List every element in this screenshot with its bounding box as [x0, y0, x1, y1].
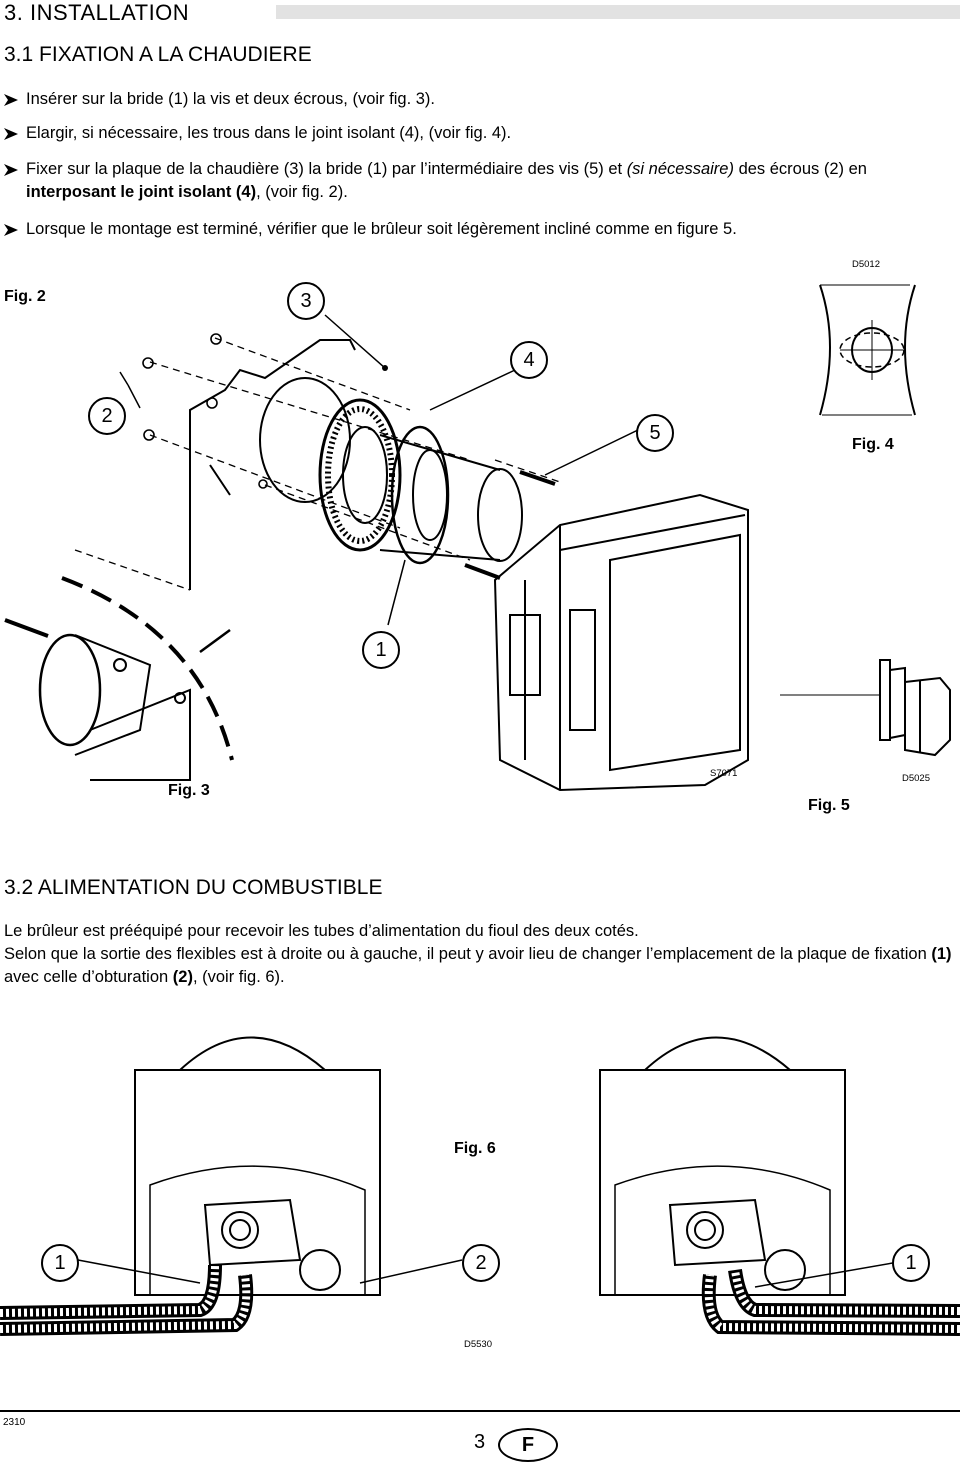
fig4-code: D5012: [852, 259, 880, 270]
bullet-item: Insérer sur la bride (1) la vis et deux …: [4, 88, 956, 111]
subsection-title-3-2: 3.2 ALIMENTATION DU COMBUSTIBLE: [4, 876, 383, 899]
paragraph-text-part: avec celle d’obturation: [4, 968, 173, 986]
fig5-label: Fig. 5: [808, 797, 850, 814]
callout-4: 4: [510, 341, 548, 379]
fig2-label: Fig. 2: [4, 288, 46, 305]
page-number: 3: [474, 1431, 486, 1453]
section-header-bar: [276, 5, 960, 19]
arrow-bullet-icon: [4, 94, 18, 106]
bullet-item: Fixer sur la plaque de la chaudière (3) …: [4, 158, 956, 204]
document-number: 2310: [3, 1417, 26, 1428]
paragraph-text-bold: (1): [931, 945, 952, 963]
fig6-code: D5530: [464, 1339, 492, 1350]
paragraph-text-part: , (voir fig. 6).: [192, 968, 285, 986]
paragraph-text-part: Selon que la sortie des flexibles est à …: [4, 945, 932, 963]
bullet-text-italic: (si nécessaire): [626, 160, 734, 178]
fig6-callout-1-left: 1: [41, 1244, 79, 1282]
paragraph-text-bold: (2): [172, 968, 193, 986]
bullet-text: Insérer sur la bride (1) la vis et deux …: [26, 90, 435, 108]
bullet-text-part: Fixer sur la plaque de la chaudière (3) …: [26, 160, 627, 178]
arrow-bullet-icon: [4, 164, 18, 176]
gasket-hole-drawing: [819, 284, 916, 416]
arrow-bullet-icon: [4, 128, 18, 140]
language-badge: F: [498, 1428, 558, 1462]
fig6-callout-1-right: 1: [892, 1244, 930, 1282]
bullet-item: Lorsque le montage est terminé, vérifier…: [4, 218, 956, 241]
callout-3: 3: [287, 282, 325, 320]
fuel-hose-drawing: [0, 1036, 960, 1336]
burner-tilt-drawing: [780, 659, 951, 757]
bullet-text-part: des écrous (2) en: [733, 160, 867, 178]
arrow-bullet-icon: [4, 224, 18, 236]
bullet-text: Lorsque le montage est terminé, vérifier…: [26, 220, 737, 238]
fig6-label: Fig. 6: [454, 1140, 496, 1157]
footer-rule: [0, 1410, 960, 1412]
bullet-text-bold: interposant le joint isolant (4): [26, 183, 257, 201]
fig4-label: Fig. 4: [852, 436, 894, 453]
callout-1: 1: [362, 631, 400, 669]
subsection-title-3-1: 3.1 FIXATION A LA CHAUDIERE: [4, 43, 312, 66]
fig6-callout-2: 2: [462, 1244, 500, 1282]
boiler-mounting-drawing: [4, 314, 749, 792]
fig3-label: Fig. 3: [168, 782, 210, 799]
fig2-code: S7071: [710, 768, 738, 779]
fig5-code: D5025: [902, 773, 930, 784]
bullet-text-part: , (voir fig. 2).: [256, 183, 348, 201]
section-title: 3. INSTALLATION: [4, 0, 190, 25]
paragraph-line: Selon que la sortie des flexibles est à …: [4, 943, 958, 989]
bullet-item: Elargir, si nécessaire, les trous dans l…: [4, 122, 956, 145]
paragraph-fuel-supply: Le brûleur est prééquipé pour recevoir l…: [4, 920, 958, 989]
callout-5: 5: [636, 414, 674, 452]
bullet-text: Elargir, si nécessaire, les trous dans l…: [26, 124, 512, 142]
bullet-text: Fixer sur la plaque de la chaudière (3) …: [4, 158, 956, 204]
paragraph-line: Le brûleur est prééquipé pour recevoir l…: [4, 922, 639, 940]
callout-2: 2: [88, 397, 126, 435]
